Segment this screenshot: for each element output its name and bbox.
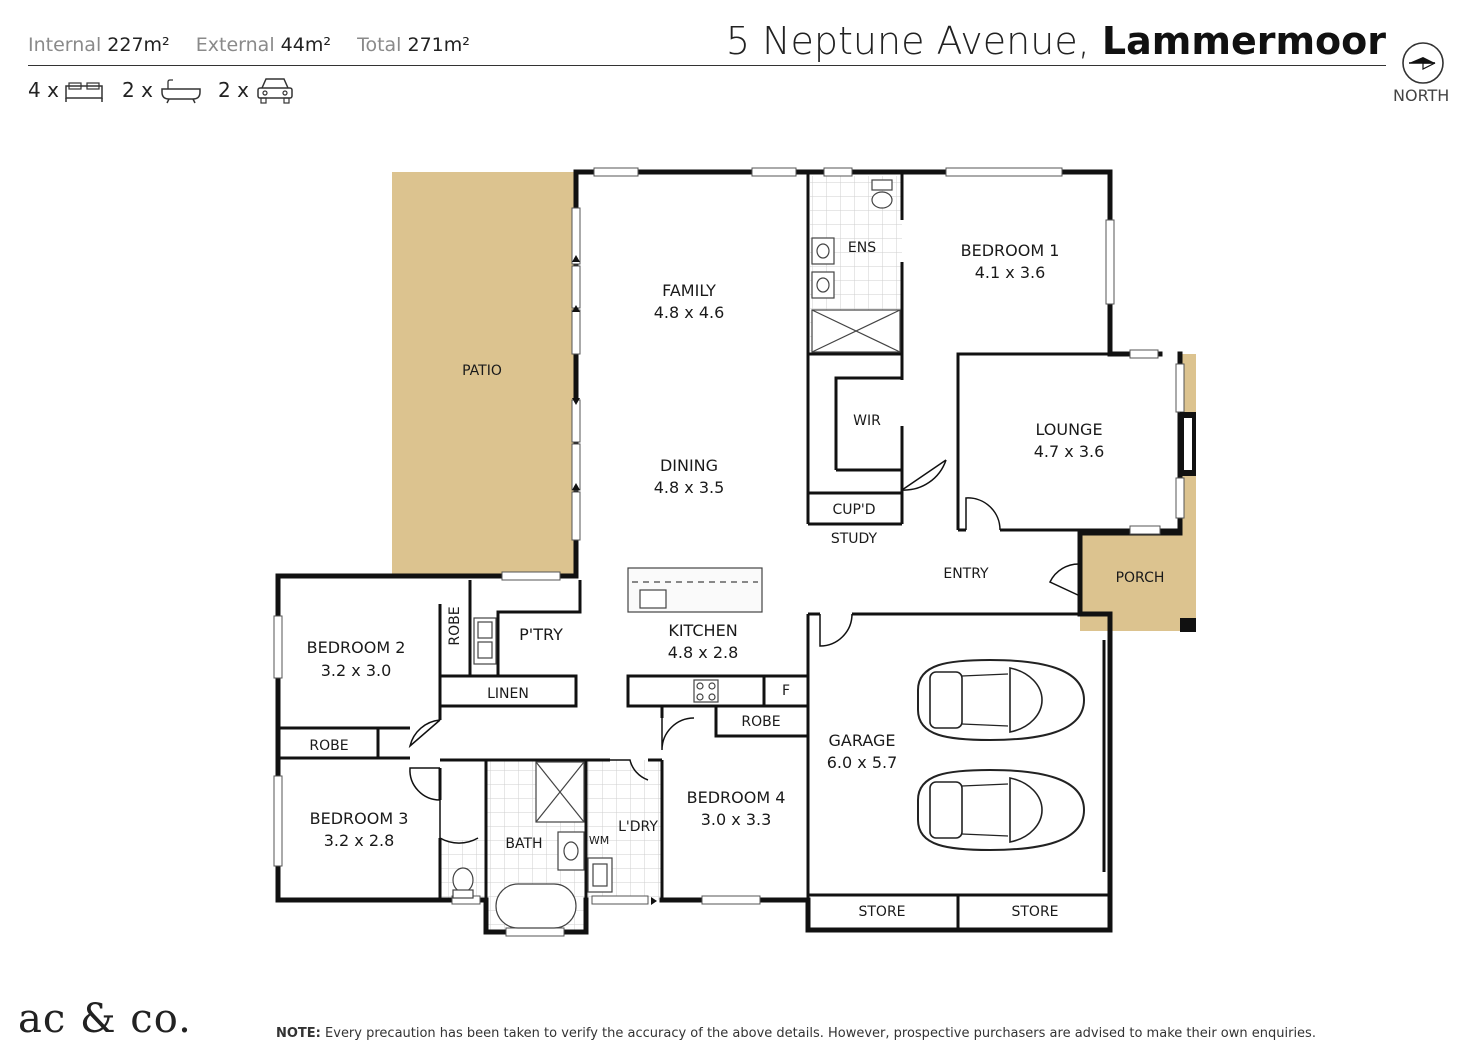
linen-label: LINEN bbox=[487, 686, 529, 702]
bedroom-3-robe-label: ROBE bbox=[309, 738, 348, 754]
bedroom-4-dimensions: 3.0 x 3.3 bbox=[701, 810, 772, 829]
kitchen-dimensions: 4.8 x 2.8 bbox=[668, 643, 739, 662]
family-dimensions: 4.8 x 4.6 bbox=[654, 303, 725, 322]
entry-label: ENTRY bbox=[943, 566, 989, 582]
bed-count: 4 x bbox=[28, 78, 59, 102]
lounge-dimensions: 4.7 x 3.6 bbox=[1034, 442, 1105, 461]
car-count: 2 x bbox=[218, 78, 249, 102]
store-1-label: STORE bbox=[858, 904, 905, 920]
lounge-label: LOUNGE bbox=[1035, 420, 1102, 439]
address-street: 5 Neptune Avenue, bbox=[725, 19, 1090, 63]
bedroom-4-label: BEDROOM 4 bbox=[687, 788, 786, 807]
bedroom-2-dimensions: 3.2 x 3.0 bbox=[321, 661, 392, 680]
study-label: STUDY bbox=[831, 531, 878, 547]
door-swings bbox=[408, 459, 1081, 844]
cupboard-label: CUP'D bbox=[832, 502, 875, 518]
fridge-label: F bbox=[782, 683, 790, 699]
dining-label: DINING bbox=[660, 456, 718, 475]
bedroom-2-robe-label: ROBE bbox=[447, 606, 463, 645]
bed-icon bbox=[65, 82, 103, 102]
garage-dimensions: 6.0 x 5.7 bbox=[827, 753, 898, 772]
disclaimer: NOTE: Every precaution has been taken to… bbox=[276, 1026, 1316, 1041]
internal-label: Internal bbox=[28, 34, 102, 56]
disclaimer-text: Every precaution has been taken to verif… bbox=[325, 1026, 1316, 1041]
brand-logo: ac & co. bbox=[18, 996, 192, 1042]
disclaimer-label: NOTE: bbox=[276, 1026, 321, 1041]
wir-label: WIR bbox=[853, 413, 881, 429]
total-value: 271m² bbox=[407, 34, 470, 56]
pantry-label: P'TRY bbox=[519, 625, 563, 644]
sliding-door-markers bbox=[572, 255, 657, 905]
family-label: FAMILY bbox=[662, 281, 716, 300]
fixtures bbox=[452, 179, 901, 929]
total-label: Total bbox=[357, 34, 402, 56]
bedroom-4-robe-label: ROBE bbox=[741, 714, 780, 730]
bath-label: BATH bbox=[505, 836, 542, 852]
property-address: 5 Neptune Avenue, Lammermoor bbox=[726, 18, 1386, 64]
internal-walls bbox=[276, 172, 1180, 930]
kitchen-label: KITCHEN bbox=[668, 621, 737, 640]
address-suburb: Lammermoor bbox=[1101, 19, 1386, 63]
washing-machine-label: WM bbox=[589, 834, 609, 847]
header-divider bbox=[28, 65, 1386, 66]
car-icon bbox=[917, 658, 1086, 742]
internal-value: 227m² bbox=[107, 34, 170, 56]
car-icon bbox=[917, 768, 1086, 852]
area-summary: Internal 227m² External 44m² Total 271m² bbox=[28, 34, 470, 56]
bedroom-1-dimensions: 4.1 x 3.6 bbox=[975, 263, 1046, 282]
external-value: 44m² bbox=[280, 34, 331, 56]
porch-label: PORCH bbox=[1116, 570, 1165, 586]
car-icon bbox=[257, 78, 293, 104]
garage-label: GARAGE bbox=[829, 731, 896, 750]
ensuite-label: ENS bbox=[848, 240, 876, 256]
bedroom-2-label: BEDROOM 2 bbox=[307, 638, 406, 657]
fireplace-inner bbox=[1184, 418, 1192, 470]
patio-area bbox=[392, 172, 576, 576]
bath-count: 2 x bbox=[122, 78, 153, 102]
patio-label: PATIO bbox=[462, 363, 502, 379]
bedroom-3-label: BEDROOM 3 bbox=[310, 809, 409, 828]
dining-dimensions: 4.8 x 3.5 bbox=[654, 478, 725, 497]
bathtub-icon bbox=[161, 79, 201, 104]
north-label: NORTH bbox=[1393, 86, 1450, 105]
bedroom-3-dimensions: 3.2 x 2.8 bbox=[324, 831, 395, 850]
windows bbox=[273, 167, 1185, 937]
laundry-label: L'DRY bbox=[618, 819, 658, 835]
porch-post bbox=[1180, 618, 1196, 632]
external-label: External bbox=[195, 34, 275, 56]
store-2-label: STORE bbox=[1011, 904, 1058, 920]
bedroom-1-label: BEDROOM 1 bbox=[961, 241, 1060, 260]
compass-icon bbox=[1402, 42, 1444, 84]
